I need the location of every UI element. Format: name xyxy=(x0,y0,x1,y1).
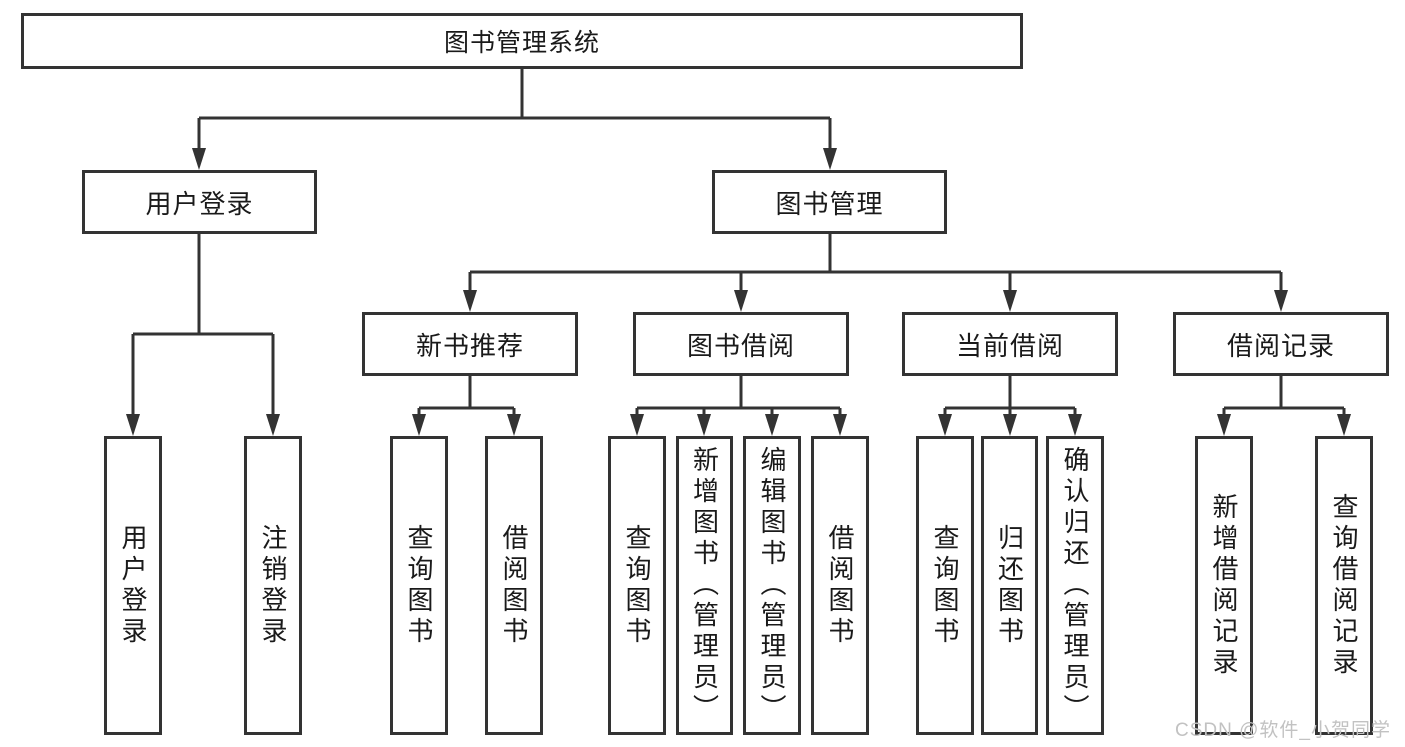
node-label: 编辑图书（管理员） xyxy=(757,446,787,725)
leaf-query-borrow-record: 查询借阅记录 xyxy=(1315,436,1373,735)
arrow-down-icon xyxy=(1274,290,1288,312)
connector-current-children xyxy=(943,376,1077,420)
arrow-down-icon xyxy=(734,290,748,312)
node-label: 查询图书 xyxy=(930,523,960,648)
arrow-down-icon xyxy=(126,414,140,436)
node-label: 图书借阅 xyxy=(686,330,795,361)
connector-book-mgmt-children xyxy=(468,234,1283,294)
node-user-login: 用户登录 xyxy=(82,170,317,234)
arrow-down-icon xyxy=(1217,414,1231,436)
arrow-down-icon xyxy=(1003,290,1017,312)
arrow-down-icon xyxy=(823,148,837,170)
watermark: CSDN @软件_小贺同学 xyxy=(1175,720,1391,741)
node-label: 用户登录 xyxy=(145,188,254,219)
node-label: 确认归还（管理员） xyxy=(1060,446,1090,725)
node-label: 借阅图书 xyxy=(499,523,529,648)
arrow-down-icon xyxy=(192,148,206,170)
node-current-borrow: 当前借阅 xyxy=(902,312,1118,376)
connector-root-to-level2 xyxy=(197,68,832,150)
arrow-down-icon xyxy=(938,414,952,436)
node-label: 当前借阅 xyxy=(955,330,1064,361)
node-new-book-recommend: 新书推荐 xyxy=(362,312,578,376)
node-label: 查询图书 xyxy=(404,523,434,648)
leaf-query-books-borrow: 查询图书 xyxy=(608,436,666,735)
connector-recommend-children xyxy=(417,376,516,420)
arrow-down-icon xyxy=(1003,414,1017,436)
node-label: 图书管理 xyxy=(775,188,884,219)
node-label: 归还图书 xyxy=(994,523,1025,648)
node-label: 新增图书（管理员） xyxy=(689,446,720,725)
leaf-add-book-admin: 新增图书（管理员） xyxy=(676,436,733,735)
arrow-down-icon xyxy=(463,290,477,312)
node-label: 注销登录 xyxy=(258,523,288,648)
node-library-system: 图书管理系统 xyxy=(21,13,1023,69)
leaf-borrow-books-recommend: 借阅图书 xyxy=(485,436,543,735)
node-label: 新增借阅记录 xyxy=(1209,492,1239,679)
arrow-down-icon xyxy=(697,414,711,436)
arrow-down-icon xyxy=(507,414,521,436)
node-book-borrow: 图书借阅 xyxy=(633,312,849,376)
node-label: 新书推荐 xyxy=(415,330,524,361)
node-label: 查询借阅记录 xyxy=(1329,492,1359,679)
node-label: 用户登录 xyxy=(118,523,148,648)
node-label: 查询图书 xyxy=(622,523,652,648)
node-label: 图书管理系统 xyxy=(443,29,600,57)
leaf-logout: 注销登录 xyxy=(244,436,302,735)
leaf-confirm-return-admin: 确认归还（管理员） xyxy=(1046,436,1104,735)
leaf-query-books-recommend: 查询图书 xyxy=(390,436,448,735)
connector-borrow-children xyxy=(635,376,842,420)
node-label: 借阅图书 xyxy=(825,523,855,648)
leaf-return-book: 归还图书 xyxy=(981,436,1038,735)
node-borrow-records: 借阅记录 xyxy=(1173,312,1389,376)
leaf-query-books-current: 查询图书 xyxy=(916,436,974,735)
node-label: 借阅记录 xyxy=(1226,330,1335,361)
arrow-down-icon xyxy=(630,414,644,436)
arrow-down-icon xyxy=(833,414,847,436)
arrow-down-icon xyxy=(412,414,426,436)
leaf-add-borrow-record: 新增借阅记录 xyxy=(1195,436,1253,735)
node-book-management: 图书管理 xyxy=(712,170,947,234)
arrow-down-icon xyxy=(765,414,779,436)
leaf-user-login: 用户登录 xyxy=(104,436,162,735)
leaf-borrow-books: 借阅图书 xyxy=(811,436,869,735)
connector-user-login-children xyxy=(131,234,275,418)
arrow-down-icon xyxy=(266,414,280,436)
leaf-edit-book-admin: 编辑图书（管理员） xyxy=(743,436,801,735)
arrow-down-icon xyxy=(1337,414,1351,436)
connector-records-children xyxy=(1222,376,1346,420)
arrow-down-icon xyxy=(1068,414,1082,436)
